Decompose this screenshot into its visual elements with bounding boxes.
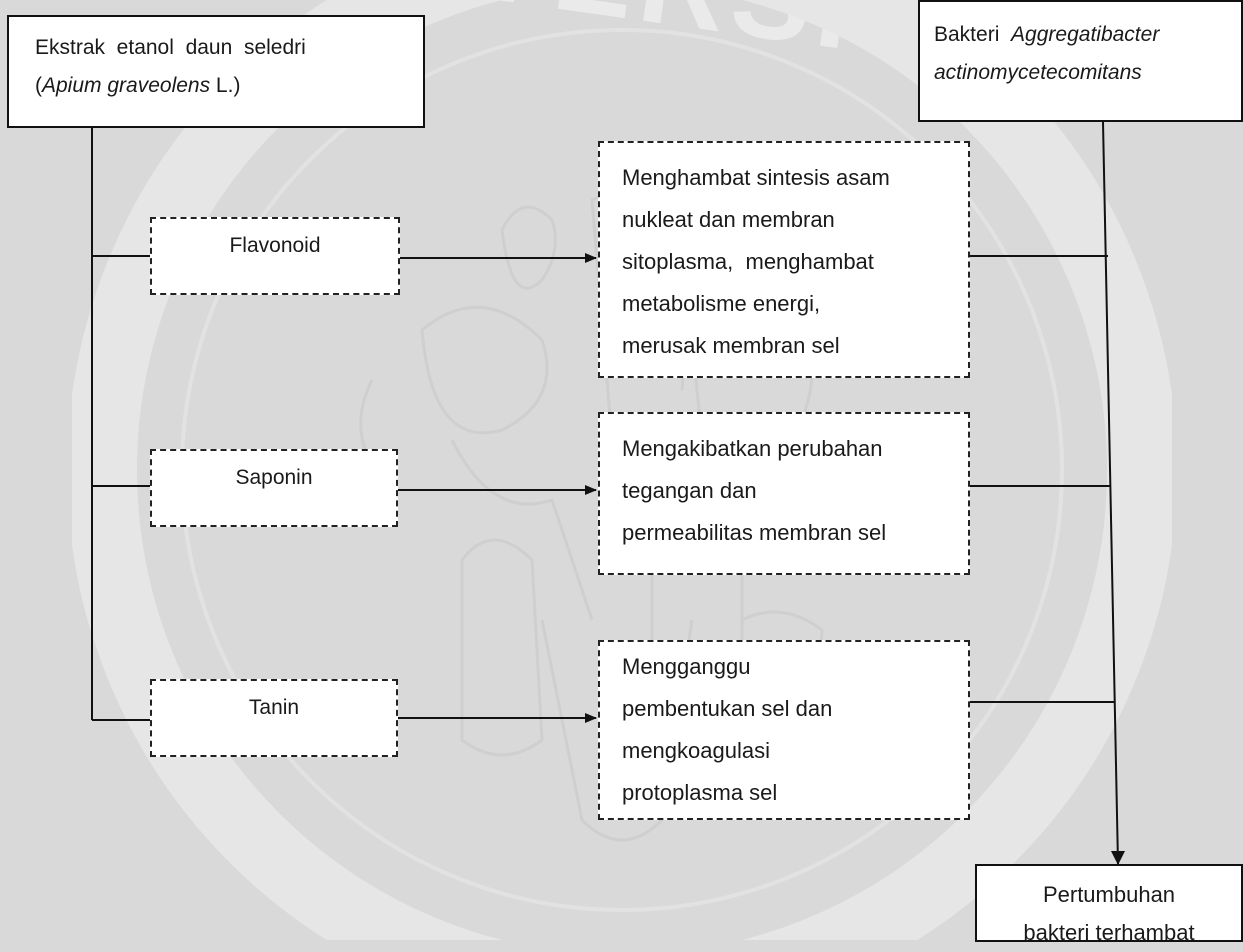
effect-line: permeabilitas membran sel (622, 520, 887, 545)
compound-box-flavonoid: Flavonoid (150, 217, 400, 295)
bacteria-box-line1: Bakteri Aggregatibacter (934, 23, 1160, 46)
effect-line: nukleat dan membran (622, 207, 835, 232)
effect-line: metabolisme energi, (622, 291, 821, 316)
extract-box-line2: (Apium graveolens L.) (35, 74, 241, 97)
result-line2: bakteri terhambat (1023, 920, 1195, 945)
compound-label-saponin: Saponin (235, 465, 313, 489)
effect-line: pembentukan sel dan (622, 696, 833, 721)
effect-box-saponin: Mengakibatkan perubahan tegangan dan per… (598, 412, 970, 575)
extract-box-line1: Ekstrak etanol daun seledri (35, 36, 306, 59)
effect-line: Mengakibatkan perubahan (622, 436, 883, 461)
effect-line: protoplasma sel (622, 780, 778, 805)
result-box: Pertumbuhan bakteri terhambat (975, 864, 1243, 945)
effect-box-tanin: Mengganggu pembentukan sel dan mengkoagu… (598, 640, 970, 820)
effect-line: Menghambat sintesis asam (622, 165, 890, 190)
bacteria-box: Bakteri Aggregatibacter actinomycetecomi… (918, 0, 1243, 122)
compound-box-saponin: Saponin (150, 449, 398, 527)
effect-line: merusak membran sel (622, 333, 840, 358)
compound-label-tanin: Tanin (248, 695, 300, 719)
effect-line: Mengganggu (622, 654, 751, 679)
effect-line: tegangan dan (622, 478, 757, 503)
effect-line: sitoplasma, menghambat (622, 249, 874, 274)
extract-box: Ekstrak etanol daun seledri (Apium grave… (7, 15, 425, 128)
result-line1: Pertumbuhan (1042, 882, 1176, 907)
bacteria-box-line2: actinomycetecomitans (934, 61, 1142, 84)
bacteria-trunk-arrow (1102, 121, 1125, 865)
effect-box-flavonoid: Menghambat sintesis asam nukleat dan mem… (598, 141, 970, 378)
compound-box-tanin: Tanin (150, 679, 398, 757)
compound-label-flavonoid: Flavonoid (229, 233, 321, 257)
effect-line: mengkoagulasi (622, 738, 770, 763)
